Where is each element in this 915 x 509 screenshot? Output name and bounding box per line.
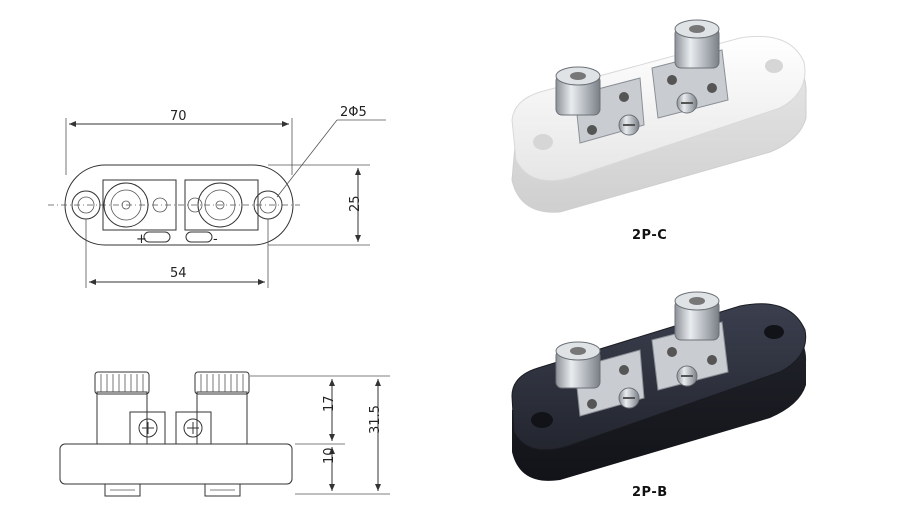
side-base	[59, 443, 293, 485]
slot-right	[185, 231, 213, 243]
caption-black-product: 2P-B	[632, 485, 668, 500]
side-view-drawing: 17 10 31.5	[59, 371, 390, 497]
top-view-drawing: + - 70 54 25 2Φ5	[48, 105, 386, 288]
side-terminal-right	[196, 391, 248, 445]
dim-hole-spacing-label: 54	[170, 266, 187, 281]
side-terminal-left	[96, 391, 148, 445]
terminal-plate-right	[184, 179, 259, 231]
white-terminal-right	[651, 19, 729, 119]
caption-white-product: 2P-C	[632, 228, 667, 243]
slot-left	[143, 231, 171, 243]
white-terminal-left	[555, 66, 645, 144]
minus-mark: -	[213, 232, 218, 247]
knob-right	[197, 182, 243, 228]
dim-terminal-label: 17	[322, 395, 337, 412]
dim-total-label: 31.5	[368, 405, 383, 434]
hole-callout-label: 2Φ5	[340, 105, 367, 120]
black-terminal-left	[555, 341, 645, 417]
dim-width-label: 70	[170, 109, 187, 124]
product-photo-black	[511, 291, 807, 481]
side-knob-left	[94, 371, 150, 395]
dim-height-label: 25	[348, 195, 363, 212]
knob-left	[103, 182, 149, 228]
dim-base-label: 10	[322, 447, 337, 464]
terminal-plate-left	[102, 179, 177, 231]
plus-mark: +	[136, 232, 147, 247]
black-terminal-right	[651, 291, 729, 391]
side-knob-right	[194, 371, 250, 395]
hole-callout-leader	[276, 119, 338, 198]
product-photo-white	[511, 19, 807, 213]
